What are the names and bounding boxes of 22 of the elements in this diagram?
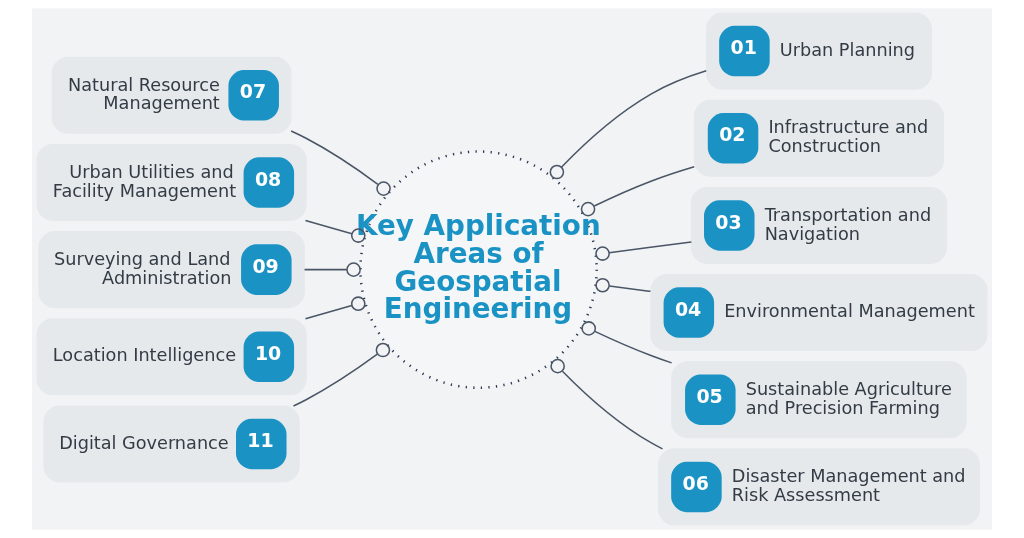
connector (304, 219, 366, 243)
node-box: 02 Infrastructure and Construction (693, 99, 944, 177)
node-box: Urban Utilities and Facility Management 08 (36, 143, 307, 221)
node-box: Natural Resource Management 07 (51, 56, 292, 134)
node-box: Location Intelligence 10 (36, 318, 307, 396)
connector (581, 321, 673, 364)
connector (303, 262, 361, 277)
connector (304, 296, 366, 320)
connector (595, 241, 693, 261)
connector (595, 277, 652, 293)
node-box: 06 Disaster Management and Risk Assessment (657, 448, 980, 526)
connector (292, 342, 391, 407)
connector (550, 358, 664, 450)
node-box: 04 Environmental Management (650, 274, 988, 352)
node-box: Digital Governance 11 (43, 405, 300, 483)
node-box: Surveying and Land Administration 09 (38, 231, 305, 309)
node-box: 05 Sustainable Agriculture and Precision Farming (671, 361, 967, 439)
node-box: 01 Urban Planning (705, 12, 932, 90)
connector (549, 70, 707, 180)
node-box: 03 Transportation and Navigation (690, 186, 948, 264)
connector (290, 130, 391, 196)
connector (580, 165, 695, 217)
